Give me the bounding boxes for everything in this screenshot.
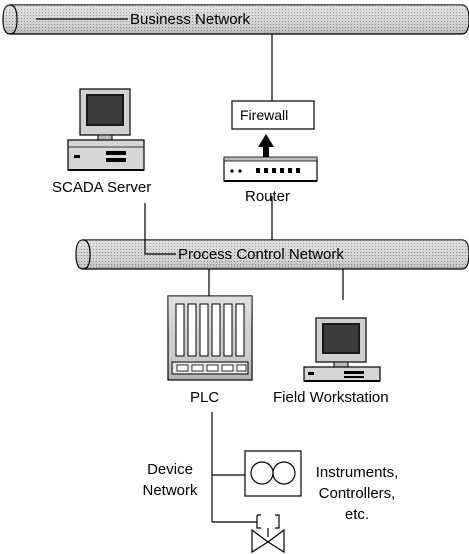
- instrument-gauge-icon: [244, 450, 302, 497]
- business-network-label: Business Network: [130, 11, 251, 28]
- plc-icon: [167, 295, 253, 381]
- connection-lines: [144, 34, 344, 523]
- scada-server-label: SCADA Server: [52, 179, 152, 196]
- valve-icon: [251, 514, 285, 554]
- firewall-box: [231, 100, 315, 130]
- field-workstation-icon: [303, 317, 381, 382]
- device-network-label: Device Network: [142, 461, 198, 499]
- plc-label: PLC: [190, 389, 220, 406]
- router-icon: [223, 156, 318, 182]
- process-control-network-label: Process Control Network: [178, 246, 344, 263]
- scada-server-icon: [67, 88, 145, 171]
- business-network-bus: [2, 4, 469, 35]
- firewall-label: Firewall: [240, 107, 289, 123]
- process-control-network-bus: [75, 239, 469, 270]
- field-workstation-label: Field Workstation: [273, 389, 389, 406]
- instruments-label: Instruments, Controllers, etc.: [315, 464, 399, 523]
- arrow-up-icon: [258, 134, 274, 158]
- router-label: Router: [245, 188, 291, 205]
